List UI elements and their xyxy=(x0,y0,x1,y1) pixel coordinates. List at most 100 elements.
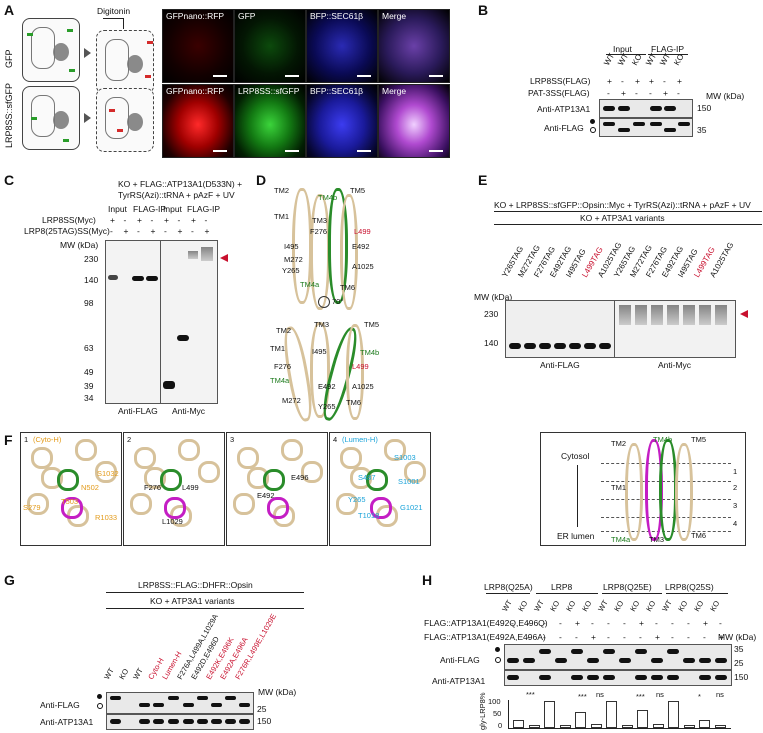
c-marker: 49 xyxy=(84,367,94,377)
f-helix xyxy=(31,447,53,469)
f-residue-label: S1001 xyxy=(398,477,420,486)
f-tm2: TM2 xyxy=(611,439,626,448)
b-cond1-sign: + xyxy=(607,76,612,86)
f-tm4b: TM4b xyxy=(653,435,673,444)
f-residue-label: S279 xyxy=(23,503,41,512)
h-row1-sign: - xyxy=(591,618,594,628)
panel-g-label: G xyxy=(4,572,15,588)
g-blot-flag xyxy=(106,692,254,714)
d-bot-tm4a: TM4a xyxy=(270,376,290,385)
d-structure-top xyxy=(290,188,358,310)
h-atp-band xyxy=(715,675,727,680)
h-group-4: LRP8(Q25S) xyxy=(665,582,714,592)
c-row2-sign: - xyxy=(137,226,140,236)
c-row2-sign: - xyxy=(110,226,113,236)
f-slice-title: (Cyto-H) xyxy=(33,435,62,444)
f-tm3: TM3 xyxy=(649,535,664,544)
f-residue-label: G1021 xyxy=(400,503,423,512)
d-bot-m272: M272 xyxy=(282,396,301,405)
panel-b-label: B xyxy=(478,2,489,18)
c-row1-sign: + xyxy=(137,215,142,225)
e-blot2-label: Anti-Myc xyxy=(658,360,692,370)
micrograph-gfpnano-rfp-1: GFPnano::RFP xyxy=(162,9,234,83)
h-atp-band xyxy=(603,675,615,680)
f-level-1: 1 xyxy=(733,467,738,476)
h-bar xyxy=(621,724,633,728)
h-row2-sign: + xyxy=(591,632,596,642)
h-lane-label: WT xyxy=(500,598,514,613)
d-top-tm4a: TM4a xyxy=(300,280,320,289)
h-lane-label: WT xyxy=(532,598,546,613)
e-marker-230: 230 xyxy=(484,309,499,319)
c-row1-sign: + xyxy=(110,215,115,225)
c-marker: 140 xyxy=(84,275,99,285)
h-row2-sign: - xyxy=(543,632,546,642)
h-filled-dot xyxy=(495,647,500,652)
h-row2-sign: + xyxy=(655,632,660,642)
h-sig-label: *** xyxy=(578,692,587,701)
f-residue-label: T1018 xyxy=(358,511,380,520)
c-row1-sign: - xyxy=(123,215,127,225)
f-helix xyxy=(75,439,97,461)
h-ytick-0: 0 xyxy=(498,721,503,730)
f-helix-tm4 xyxy=(366,469,388,491)
h-flag-band xyxy=(523,658,535,663)
f-helix-tm4 xyxy=(160,469,182,491)
g-blot2-label: Anti-ATP13A1 xyxy=(40,717,94,727)
f-slice-number: 4 xyxy=(333,435,338,444)
row-arrow-2 xyxy=(84,113,91,123)
row-label-lrp8: LRP8SS::sfGFP xyxy=(4,82,14,148)
f-helix xyxy=(134,447,156,469)
f-slice-number: 2 xyxy=(127,435,132,444)
c-title-2: TyrRS(Azi)::tRNA + pAzF + UV xyxy=(118,190,235,200)
h-atp-band xyxy=(571,675,583,680)
d-top-y265: Y265 xyxy=(282,266,300,275)
h-marker-150: 150 xyxy=(734,672,749,682)
d-top-tm4b: TM4b xyxy=(318,193,338,202)
h-marker-25: 25 xyxy=(734,658,744,668)
e-title: KO + LRP8SS::sfGFP::Opsin::Myc + TyrRS(A… xyxy=(494,200,751,210)
f-residue-label: S1032 xyxy=(97,469,119,478)
f-tm6: TM6 xyxy=(691,531,706,540)
h-atp-band xyxy=(667,675,679,680)
h-row1-sign: + xyxy=(575,618,580,628)
h-marker-35: 35 xyxy=(734,644,744,654)
h-sig-label: ns xyxy=(716,690,724,699)
f-residue-label: Y265 xyxy=(348,495,366,504)
f-residue-label: F276 xyxy=(144,483,162,492)
h-lane-label: KO xyxy=(548,599,562,613)
g-title: LRP8SS::FLAG::DHFR::Opsin xyxy=(138,580,253,590)
h-blot2-label: Anti-ATP13A1 xyxy=(432,676,486,686)
h-row1-sign: + xyxy=(703,618,708,628)
h-flag-band xyxy=(635,649,647,654)
h-row2-sign: - xyxy=(671,632,674,642)
micrograph-gfp-1: GFP xyxy=(234,9,306,83)
h-mw-label: MW (kDa) xyxy=(718,632,757,642)
c-row2-sign: + xyxy=(123,226,129,236)
b-cond1-label: LRP8SS(FLAG) xyxy=(530,76,591,86)
c-blot2-label: Anti-Myc xyxy=(172,406,206,416)
g-marker-150: 150 xyxy=(257,716,272,726)
h-bar xyxy=(528,724,540,728)
cell-schematic-gfp xyxy=(22,18,80,82)
h-row1-label: FLAG::ATP13A1(E492Q,E496Q) xyxy=(424,618,548,628)
h-row2-sign: - xyxy=(623,632,626,642)
cell-schematic-lrp8 xyxy=(22,86,80,150)
e-mw-label: MW (kDa) xyxy=(474,292,513,302)
row-arrow-1 xyxy=(84,48,91,58)
h-lane-label: KO xyxy=(628,599,642,613)
h-blot-flag xyxy=(504,644,732,670)
panel-h-label: H xyxy=(422,572,433,588)
g-blot-atp13a1 xyxy=(106,714,254,730)
d-top-tm2: TM2 xyxy=(274,186,289,195)
h-lane-label: KO xyxy=(564,599,578,613)
f-residue-label: R1033 xyxy=(95,513,118,522)
f-residue-label: L1029 xyxy=(162,517,183,526)
h-group-1: LRP8(Q25A) xyxy=(484,582,533,592)
h-sig-label: ns xyxy=(596,690,604,699)
c-marker: 39 xyxy=(84,381,94,391)
g-lane-label: WT xyxy=(102,666,116,681)
h-flag-band xyxy=(715,658,727,663)
h-lane-label: KO xyxy=(692,599,706,613)
b-lane-label: WT xyxy=(644,51,659,67)
